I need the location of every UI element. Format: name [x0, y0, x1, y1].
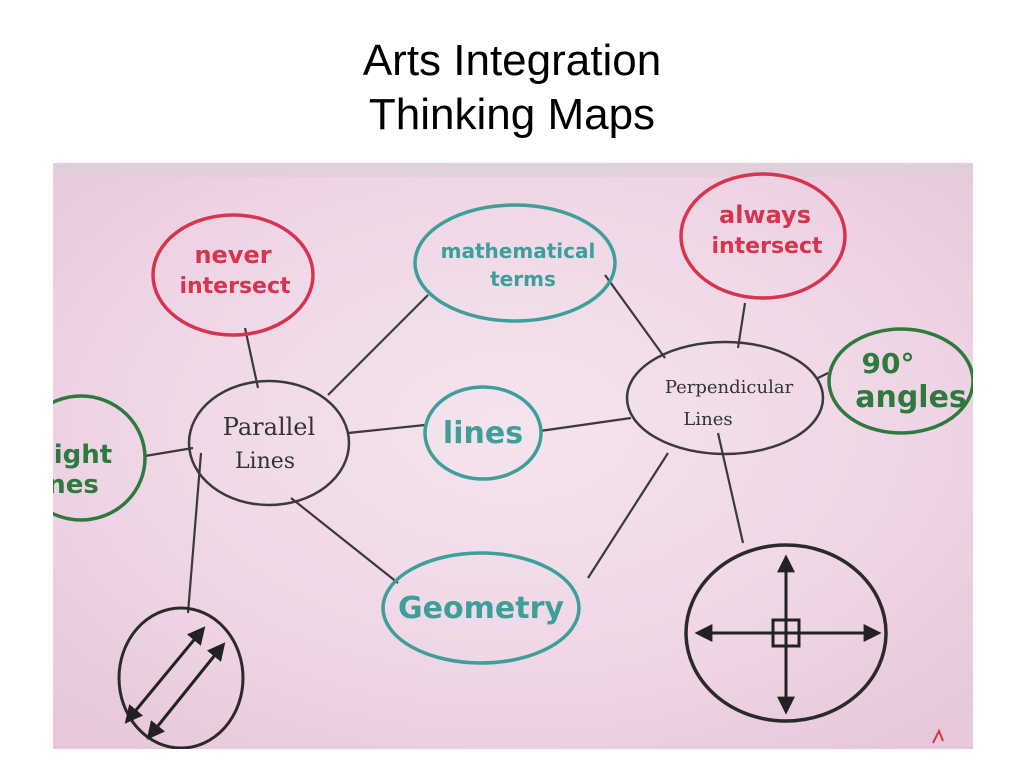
label-never-intersect: intersect [179, 274, 291, 299]
bubble-mathematical-terms [413, 203, 617, 323]
slide-title: Arts Integration Thinking Maps [0, 34, 1024, 142]
label-straight-lines: nes [53, 470, 99, 500]
bubble-perpendicular-lines [625, 340, 825, 456]
bubble-always-intersect [679, 172, 847, 300]
label-geometry: Geometry [398, 591, 564, 626]
bubble-parallel-drawing [117, 606, 245, 749]
label-perpendicular-lines: Lines [683, 409, 732, 430]
label-never: never [194, 241, 271, 269]
bubble-lines-center [423, 385, 543, 481]
red-mark [932, 728, 944, 744]
label-terms: terms [490, 267, 556, 291]
label-mathematical: mathematical [441, 239, 596, 263]
thinking-map-diagram: lines Parallel Lines Perpendicular Lines… [53, 163, 973, 749]
bubble-parallel-lines [187, 379, 351, 507]
title-line-2: Thinking Maps [368, 90, 656, 139]
label-parallel: Parallel [223, 413, 315, 441]
parallel-arrows-drawing [124, 626, 226, 740]
bubble-straight-lines [53, 394, 147, 522]
label-always: always [719, 201, 811, 229]
label-perpendicular: Perpendicular [665, 377, 794, 398]
thinking-map-photo: lines Parallel Lines Perpendicular Lines… [53, 163, 973, 749]
label-parallel-lines: Lines [235, 449, 295, 474]
label-always-intersect: intersect [711, 234, 823, 259]
bubble-perpendicular-drawing [684, 543, 888, 723]
bubble-geometry [381, 551, 581, 665]
perpendicular-arrows-drawing [694, 554, 882, 715]
bubble-never-intersect [151, 213, 315, 337]
label-angles: angles [855, 380, 967, 415]
label-straight: ight [54, 440, 112, 470]
label-lines: lines [443, 416, 523, 451]
bubble-90-angles [827, 327, 973, 435]
label-90: 90° [862, 347, 915, 380]
connector-lines [144, 274, 829, 614]
title-line-1: Arts Integration [362, 36, 662, 85]
